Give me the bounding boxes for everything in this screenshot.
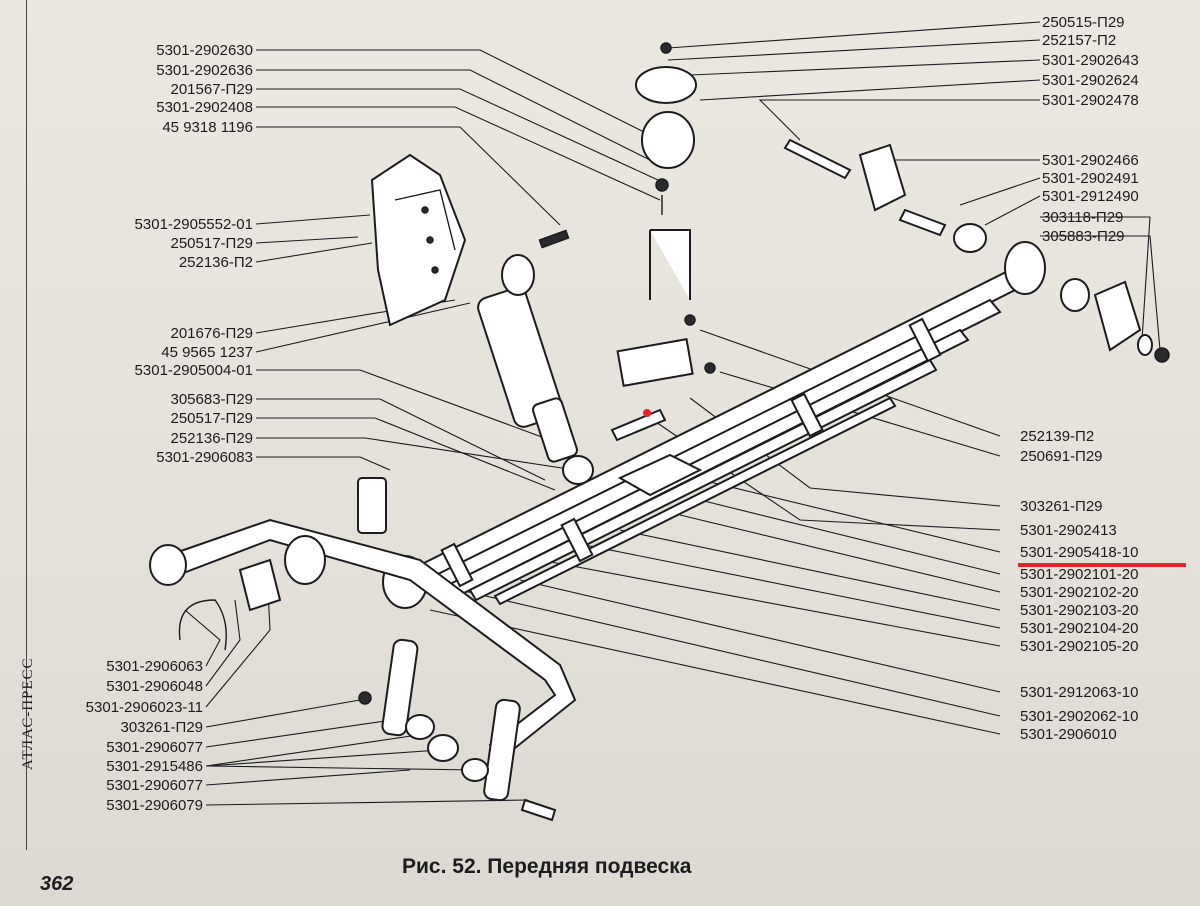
label-left-4: 5301-2902408 [156, 99, 253, 116]
label-left-1: 5301-2902630 [156, 42, 253, 59]
label-left-7: 250517-П29 [170, 235, 253, 252]
spring-bracket [370, 153, 467, 327]
label-right-21: 5301-2912063-10 [1020, 684, 1139, 701]
publisher-mark: АТЛАС-ПРЕСС [20, 657, 36, 770]
label-right-16: 5301-2902101-20 [1020, 566, 1139, 583]
label-right-20: 5301-2902105-20 [1020, 638, 1139, 655]
label-left-6: 5301-2905552-01 [134, 216, 253, 233]
label-right-14: 5301-2902413 [1020, 522, 1117, 539]
label-right-1: 250515-П29 [1042, 14, 1125, 31]
label-right-12: 250691-П29 [1020, 448, 1103, 465]
label-left-9: 201676-П29 [170, 325, 253, 342]
label-right-6: 5301-2902466 [1042, 152, 1139, 169]
label-left-11: 5301-2905004-01 [134, 362, 253, 379]
label-left-5: 45 9318 1196 [162, 119, 253, 136]
rear-shackle [783, 138, 1170, 363]
label-right-22: 5301-2902062-10 [1020, 708, 1139, 725]
label-right-11: 252139-П2 [1020, 428, 1095, 445]
label-right-4: 5301-2902624 [1042, 72, 1139, 89]
label-right-9: 303118-П29 [1042, 209, 1124, 226]
label-left-18: 5301-2906023-11 [85, 699, 203, 716]
label-left-23: 5301-2906079 [106, 797, 203, 814]
label-left-19: 303261-П29 [120, 719, 203, 736]
shock-absorber [477, 229, 594, 485]
label-right-23: 5301-2906010 [1020, 726, 1117, 743]
label-left-14: 252136-П29 [170, 430, 253, 447]
label-right-17: 5301-2902102-20 [1020, 584, 1139, 601]
label-left-15: 5301-2906083 [156, 449, 253, 466]
label-left-17: 5301-2906048 [106, 678, 203, 695]
label-left-10: 45 9565 1237 [161, 344, 253, 361]
label-right-10: 305883-П29 [1042, 228, 1125, 245]
label-left-13: 250517-П29 [170, 410, 253, 427]
leaf-spring [382, 241, 1046, 609]
stabilizer-bar [149, 477, 577, 822]
label-left-2: 5301-2902636 [156, 62, 253, 79]
label-left-22: 5301-2906077 [106, 777, 203, 794]
label-left-20: 5301-2906077 [106, 739, 203, 756]
label-left-16: 5301-2906063 [106, 658, 203, 675]
label-right-18: 5301-2902103-20 [1020, 602, 1139, 619]
label-right-2: 252157-П2 [1042, 32, 1117, 49]
label-right-19: 5301-2902104-20 [1020, 620, 1139, 637]
label-right-8: 5301-2912490 [1042, 188, 1139, 205]
buffer-stack [610, 42, 716, 442]
label-right-13: 303261-П29 [1020, 498, 1103, 515]
label-left-21: 5301-2915486 [106, 758, 203, 775]
figure-caption: Рис. 52. Передняя подвеска [402, 855, 692, 878]
page-number: 362 [40, 873, 74, 895]
label-right-5: 5301-2902478 [1042, 92, 1139, 109]
label-left-8: 252136-П2 [178, 254, 253, 271]
label-left-3: 201567-П29 [170, 81, 253, 98]
part-highlight-underline [1018, 563, 1186, 567]
label-right-15: 5301-2905418-10 [1020, 544, 1139, 561]
label-left-12: 305683-П29 [170, 391, 253, 408]
label-right-7: 5301-2902491 [1042, 170, 1139, 187]
margin-rule [26, 0, 27, 850]
label-right-3: 5301-2902643 [1042, 52, 1139, 69]
